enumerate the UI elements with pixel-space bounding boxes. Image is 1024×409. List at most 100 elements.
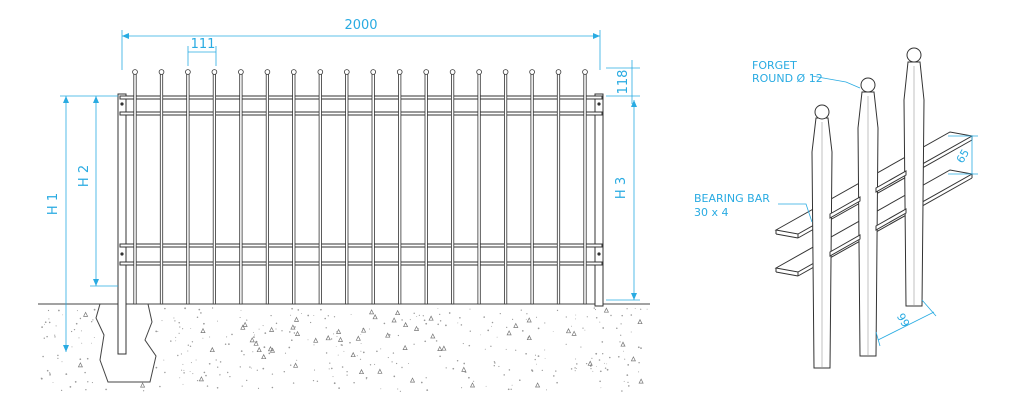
gravel-stone: [358, 368, 365, 375]
picket: [212, 73, 216, 305]
gravel-dot: [425, 322, 428, 325]
gravel-dot: [626, 374, 629, 376]
gravel-dot: [413, 312, 415, 315]
gravel-dot: [202, 337, 204, 339]
gravel-stone: [293, 362, 299, 368]
gravel-stone: [513, 322, 519, 328]
picket: [503, 73, 508, 305]
gravel-stone: [565, 328, 572, 334]
picket: [477, 73, 481, 305]
picket: [318, 73, 322, 305]
gravel-dot: [541, 369, 543, 372]
gravel-dot: [283, 370, 286, 373]
gravel-dot: [544, 349, 546, 351]
gravel-dot: [341, 344, 343, 346]
gravel-dot: [376, 350, 378, 353]
picket-finial: [185, 69, 191, 75]
gravel-dot: [76, 310, 78, 312]
gravel-dot: [461, 387, 463, 389]
gravel-stone: [377, 368, 383, 374]
gravel-dot: [329, 362, 331, 364]
picket-finial: [476, 69, 482, 75]
gravel-stone: [198, 376, 204, 382]
gravel-dot: [293, 332, 296, 334]
gravel-dot: [181, 369, 183, 371]
gravel-dot: [359, 358, 362, 360]
gravel-dot: [43, 323, 45, 325]
gravel-dot: [159, 385, 161, 388]
gravel-dot: [163, 359, 165, 361]
gravel-stone: [535, 382, 541, 388]
gravel-dot: [623, 380, 625, 382]
gravel-stone: [526, 334, 532, 341]
gravel-dot: [208, 362, 211, 365]
gravel-dot: [281, 330, 283, 332]
gravel-dot: [468, 344, 471, 347]
gravel-stone: [267, 346, 274, 352]
gravel-dot: [621, 390, 623, 392]
gravel-dot: [288, 346, 291, 349]
gravel-dot: [155, 366, 158, 369]
gravel-dot: [330, 338, 333, 340]
gravel-dot: [246, 379, 248, 382]
gravel-dot: [190, 362, 192, 364]
gravel-dot: [290, 314, 292, 316]
gravel-dot: [70, 330, 73, 333]
iso-post-middle: [857, 77, 879, 357]
gravel-dot: [606, 363, 608, 365]
picket: [530, 73, 534, 305]
gravel-dot: [80, 330, 82, 332]
gravel-stone: [83, 311, 89, 317]
gravel-dot: [175, 340, 177, 342]
spacing-label: 111: [191, 37, 216, 52]
picket: [556, 73, 561, 305]
gravel-dot: [511, 384, 513, 386]
gravel-dot: [191, 341, 194, 343]
gravel-dot: [231, 333, 233, 336]
gravel-dot: [337, 354, 339, 356]
gravel-dot: [328, 368, 330, 370]
gravel-dot: [164, 307, 166, 310]
dimension-spacing: 111: [187, 37, 217, 66]
gravel-dot: [75, 322, 78, 325]
gravel-dot: [332, 376, 334, 378]
gravel-dot: [79, 317, 82, 320]
picket-finial: [582, 69, 588, 75]
gravel-dot: [264, 332, 267, 334]
gravel-dot: [462, 343, 464, 345]
gravel-dot: [211, 307, 214, 309]
gravel-dot: [426, 389, 429, 391]
gravel-stone: [209, 346, 215, 353]
gravel-dot: [325, 352, 328, 354]
picket: [186, 73, 190, 305]
gravel-dot: [327, 315, 329, 317]
gravel-stone: [249, 337, 255, 343]
gravel-dot: [493, 361, 496, 363]
gravel-dot: [243, 354, 245, 356]
gravel-dot: [610, 314, 612, 317]
gravel-dot: [457, 322, 459, 324]
gravel-dot: [217, 320, 218, 322]
gravel-stone: [638, 378, 644, 384]
picket: [424, 73, 428, 305]
gravel-dot: [92, 319, 94, 321]
picket: [159, 73, 164, 305]
gravel-dot: [275, 322, 278, 325]
gravel-dot: [437, 308, 439, 310]
gravel-dot: [362, 351, 365, 354]
iso-post-right: [903, 47, 925, 307]
gravel-dot: [392, 352, 395, 354]
gravel-dot: [369, 364, 372, 366]
gravel-dot: [556, 381, 558, 384]
gravel-dot: [313, 369, 316, 371]
gravel-dot: [437, 323, 439, 326]
gravel-dot: [445, 324, 447, 327]
gravel-dot: [309, 321, 312, 324]
gravel-dot: [603, 362, 605, 364]
gravel-dot: [179, 377, 181, 379]
gravel-dot: [580, 346, 582, 348]
gravel-dot: [499, 313, 501, 315]
gravel-dot: [253, 334, 255, 336]
gravel-stone: [336, 328, 342, 334]
gravel-dot: [81, 342, 83, 344]
